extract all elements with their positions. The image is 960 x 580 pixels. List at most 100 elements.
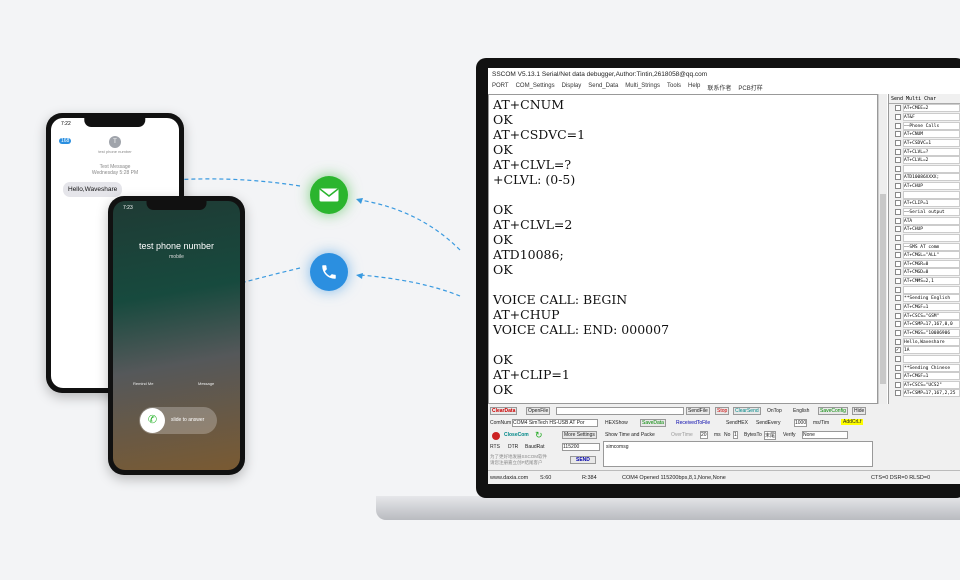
item-checkbox[interactable] xyxy=(895,381,901,388)
item-command[interactable]: ——Phone Calls xyxy=(903,121,960,130)
menu-display[interactable]: Display xyxy=(561,83,582,89)
menu-pcb[interactable]: PCB打样 xyxy=(738,86,763,92)
menu-contact[interactable]: 联系作者 xyxy=(707,86,732,92)
received-to-file-checkbox[interactable]: ReceivedToFile xyxy=(676,420,711,426)
item-checkbox[interactable] xyxy=(895,321,901,328)
item-command[interactable] xyxy=(903,233,960,242)
item-checkbox[interactable] xyxy=(895,252,901,259)
item-checkbox[interactable] xyxy=(895,165,901,172)
item-checkbox[interactable] xyxy=(895,355,901,362)
panel-title[interactable]: Send Multi Char xyxy=(889,94,960,104)
item-command[interactable]: AT+CSMP=17,167,0,0 xyxy=(903,320,960,329)
overtime-input[interactable]: 20 xyxy=(700,431,708,439)
send-hex-checkbox[interactable]: SendHEX xyxy=(726,420,748,426)
item-checkbox[interactable] xyxy=(895,243,901,250)
promo-text[interactable]: 为了更好地发展SSCOM软件 请您注册嘉立创P结尾客户 xyxy=(490,454,548,465)
clear-data-button[interactable]: ClearData xyxy=(490,407,518,415)
item-checkbox[interactable] xyxy=(895,329,901,336)
item-command[interactable]: AT+CMGF=1 xyxy=(903,303,960,312)
item-checkbox[interactable] xyxy=(895,260,901,267)
show-time-checkbox[interactable]: Show Time and Packe xyxy=(605,432,655,438)
item-command[interactable]: 1A xyxy=(903,346,960,355)
send-button[interactable]: SEND xyxy=(570,456,596,464)
item-command[interactable] xyxy=(903,190,960,199)
stop-button[interactable]: Stop xyxy=(715,407,730,415)
item-checkbox[interactable] xyxy=(895,226,901,233)
rts-checkbox[interactable]: RTS xyxy=(490,444,500,450)
item-command[interactable]: AT+CMGS="10086906 xyxy=(903,328,960,337)
close-com-button[interactable]: CloseCom xyxy=(504,432,529,438)
send-every-checkbox[interactable]: SendEvery xyxy=(756,420,781,426)
item-command[interactable]: AT+CSCS="UCS2" xyxy=(903,380,960,389)
menu-com-settings[interactable]: COM_Settings xyxy=(515,83,555,89)
item-command[interactable] xyxy=(903,164,960,173)
remind-me-button[interactable]: Remind Me xyxy=(133,381,154,386)
menu-help[interactable]: Help xyxy=(688,83,701,89)
item-command[interactable]: AT+CMGF=1 xyxy=(903,372,960,381)
item-checkbox[interactable] xyxy=(895,157,901,164)
send-input[interactable]: simcomsg xyxy=(603,441,873,467)
file-path-input[interactable] xyxy=(556,407,684,415)
item-checkbox[interactable] xyxy=(895,269,901,276)
item-checkbox[interactable] xyxy=(895,286,901,293)
item-command[interactable]: AT+CMGL="ALL" xyxy=(903,251,960,260)
item-checkbox[interactable] xyxy=(895,304,901,311)
item-command[interactable]: AT+CHUP xyxy=(903,225,960,234)
slide-to-answer[interactable]: ✆ slide to answer xyxy=(139,407,217,434)
item-checkbox[interactable] xyxy=(895,131,901,138)
item-command[interactable]: ——SMS AT comm xyxy=(903,242,960,251)
save-config-button[interactable]: SaveConfig xyxy=(818,407,848,415)
item-checkbox[interactable] xyxy=(895,200,901,207)
terminal-scrollbar[interactable] xyxy=(878,94,887,404)
open-file-button[interactable]: OpenFile xyxy=(526,407,551,415)
item-command[interactable]: AT+CMGD=0 xyxy=(903,268,960,277)
item-checkbox[interactable] xyxy=(895,122,901,129)
receive-terminal[interactable]: AT+CNUM OK AT+CSDVC=1 OK AT+CLVL=? +CLVL… xyxy=(488,94,878,404)
item-checkbox[interactable] xyxy=(895,338,901,345)
send-every-input[interactable]: 1000 xyxy=(794,419,808,427)
item-checkbox[interactable] xyxy=(895,174,901,181)
status-site[interactable]: www.daxia.com xyxy=(490,475,529,481)
menu-send-data[interactable]: Send_Data xyxy=(588,83,619,89)
item-command[interactable]: AT+CHUP xyxy=(903,182,960,191)
item-command[interactable]: ——Serial output xyxy=(903,208,960,216)
end-select[interactable]: 末尾 xyxy=(764,431,777,440)
item-command[interactable] xyxy=(903,354,960,363)
item-command[interactable]: AT+CNUM xyxy=(903,130,960,139)
baud-select[interactable]: 115200 xyxy=(562,443,600,451)
item-command[interactable]: AT&F xyxy=(903,112,960,121)
item-command[interactable]: AT+CLVL=2 xyxy=(903,156,960,165)
item-checkbox[interactable] xyxy=(895,278,901,285)
item-checkbox[interactable]: ✓ xyxy=(895,347,901,354)
menu-tools[interactable]: Tools xyxy=(666,83,681,89)
item-command[interactable]: AT+CMGR=0 xyxy=(903,259,960,268)
refresh-icon[interactable]: ↻ xyxy=(535,430,543,440)
hexshow-checkbox[interactable]: HEXShow xyxy=(605,420,628,426)
item-checkbox[interactable] xyxy=(895,113,901,120)
item-checkbox[interactable] xyxy=(895,390,901,397)
verify-select[interactable]: None xyxy=(802,431,848,439)
item-command[interactable]: AT+CSCS="GSM" xyxy=(903,311,960,320)
item-checkbox[interactable] xyxy=(895,312,901,319)
item-command[interactable]: AT+CSDVC=1 xyxy=(903,138,960,147)
english-checkbox[interactable]: English xyxy=(793,408,810,414)
item-checkbox[interactable] xyxy=(895,183,901,190)
item-command[interactable]: AT+CLIP=1 xyxy=(903,199,960,208)
item-command[interactable]: AT+CSMP=17,167,2,25 xyxy=(903,389,960,398)
item-checkbox[interactable] xyxy=(895,209,901,215)
item-checkbox[interactable] xyxy=(895,295,901,302)
item-command[interactable]: AT+CMMS=2,1 xyxy=(903,277,960,286)
item-checkbox[interactable] xyxy=(895,191,901,198)
item-command[interactable]: ATA xyxy=(903,216,960,225)
save-data-button[interactable]: SaveData xyxy=(640,419,666,427)
dtr-checkbox[interactable]: DTR xyxy=(508,444,519,450)
item-checkbox[interactable] xyxy=(895,217,901,224)
item-checkbox[interactable] xyxy=(895,234,901,241)
item-checkbox[interactable] xyxy=(895,139,901,146)
item-checkbox[interactable] xyxy=(895,373,901,380)
item-command[interactable] xyxy=(903,285,960,294)
bytes-input[interactable]: 1 xyxy=(733,431,738,439)
item-command[interactable]: AT+CLVL=? xyxy=(903,147,960,156)
more-settings-button[interactable]: More Settings xyxy=(562,431,597,439)
item-command[interactable]: **Sending English xyxy=(903,294,960,303)
